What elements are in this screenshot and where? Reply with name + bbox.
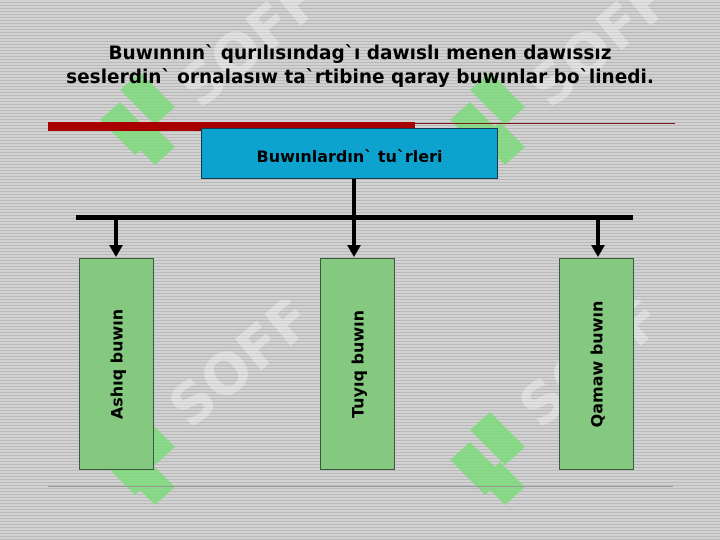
bottom-divider [48, 486, 673, 487]
connector-middle [352, 218, 356, 246]
child-node-label: Tuyıq buwın [348, 310, 367, 418]
connector-left [114, 218, 118, 246]
svg-text:SOFF: SOFF [157, 300, 310, 441]
child-node-covered-syllable: Qamaw buwın [559, 258, 634, 470]
arrow-down-icon [347, 245, 361, 257]
connector-right [596, 218, 600, 246]
branch-bar [76, 215, 633, 220]
arrow-down-icon [109, 245, 123, 257]
arrow-down-icon [591, 245, 605, 257]
root-node-label: Buwınlardın` tu`rleri [256, 147, 443, 166]
child-node-label: Ashıq buwın [107, 308, 126, 420]
child-node-open-syllable: Ashıq buwın [79, 258, 154, 470]
accent-line [415, 123, 675, 124]
slide-title: Buwınnın` qurılısındag`ı dawıslı menen d… [66, 43, 654, 88]
root-connector [352, 179, 356, 217]
child-node-label: Qamaw buwın [587, 300, 606, 428]
child-node-closed-syllable: Tuyıq buwın [320, 258, 395, 470]
root-node: Buwınlardın` tu`rleri [201, 128, 498, 179]
accent-bar [48, 122, 415, 131]
